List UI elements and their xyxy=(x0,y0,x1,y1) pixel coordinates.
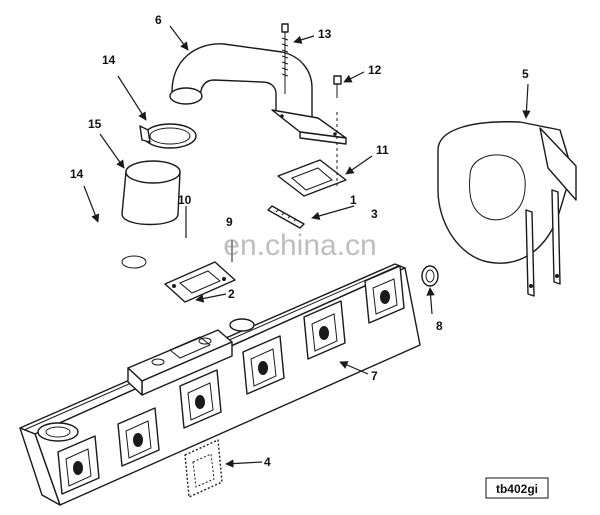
manifold-port-4 xyxy=(242,335,285,395)
lower-clamp-part-14 xyxy=(121,255,147,269)
callout-12: 12 xyxy=(368,63,382,77)
callout-1: 1 xyxy=(350,193,357,207)
reference-code: tb402gi xyxy=(496,482,538,496)
callout-5: 5 xyxy=(522,67,529,81)
manifold-port-6 xyxy=(364,265,405,324)
heat-shield-part-5 xyxy=(437,121,577,297)
callout-4: 4 xyxy=(264,455,271,469)
callout-8: 8 xyxy=(436,319,443,333)
callout-10: 10 xyxy=(178,193,192,207)
callout-3: 3 xyxy=(371,207,378,221)
connection-tube-part-15 xyxy=(121,160,181,226)
capscrew-part-12 xyxy=(333,75,342,186)
port-gasket-part-4 xyxy=(184,439,223,498)
exhaust-elbow-part-6 xyxy=(169,43,347,145)
callout-6: 6 xyxy=(155,13,162,27)
callout-7: 7 xyxy=(371,369,378,383)
manifold-port-3 xyxy=(179,369,222,429)
watermark: en.china.cn xyxy=(223,229,376,262)
callout-9: 9 xyxy=(226,215,233,229)
callout-14-clamp: 14 xyxy=(102,53,116,67)
manifold-port-5 xyxy=(303,300,346,360)
elbow-gasket-part-11 xyxy=(277,159,347,197)
callout-labels: 6 13 14 12 5 15 11 14 10 1 3 9 2 8 7 4 xyxy=(70,13,529,469)
manifold-port-1 xyxy=(57,435,100,495)
capscrew-part-13 xyxy=(281,23,289,94)
callout-13: 13 xyxy=(318,27,332,41)
v-band-clamp-part-14 xyxy=(139,123,197,149)
manifold-port-2 xyxy=(117,407,160,467)
seal-ring-part-8 xyxy=(421,265,439,287)
reference-code-box: tb402gi xyxy=(485,477,549,499)
callout-11: 11 xyxy=(376,143,389,157)
stud-part-1 xyxy=(267,205,305,229)
turbo-gasket-part-2 xyxy=(164,261,236,303)
callout-2: 2 xyxy=(228,287,235,301)
callout-14-lower: 14 xyxy=(70,167,84,181)
callout-15: 15 xyxy=(88,117,102,131)
leader-lines xyxy=(83,25,531,468)
